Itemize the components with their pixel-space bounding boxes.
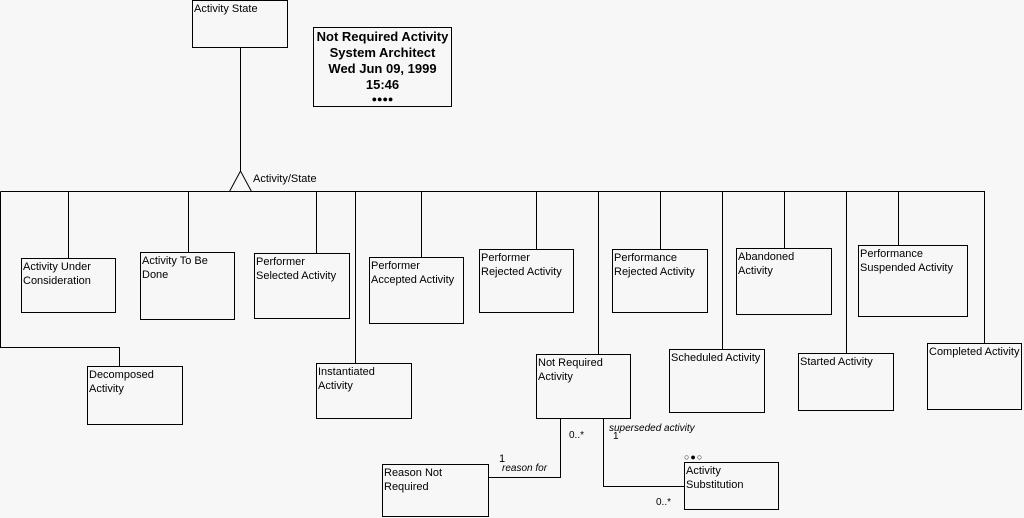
generalization-triangle xyxy=(228,169,253,192)
entity-completed-activity[interactable]: Completed Activity xyxy=(927,343,1022,410)
entity-instantiated-activity[interactable]: Instantiated Activity xyxy=(316,363,412,419)
association-reason-for xyxy=(488,418,561,478)
associative-entity-markers: ○●○ xyxy=(684,452,704,462)
entity-abandoned-activity[interactable]: Abandoned Activity xyxy=(736,248,832,315)
entity-performer-accepted-activity[interactable]: Performer Accepted Activity xyxy=(369,257,464,324)
multiplicity-superseded-one: 1 xyxy=(613,431,619,442)
title-date: Wed Jun 09, 1999 xyxy=(328,61,437,76)
line-to-decomposed xyxy=(0,191,120,366)
generalization-label: Activity/State xyxy=(253,173,317,185)
entity-activity-to-be-done[interactable]: Activity To Be Done xyxy=(140,252,235,320)
entity-reason-not-required[interactable]: Reason Not Required xyxy=(382,464,489,517)
title-time: 15:46 xyxy=(365,77,400,92)
entity-performance-rejected-activity[interactable]: Performance Rejected Activity xyxy=(612,249,708,313)
role-superseded-activity: superseded activity xyxy=(609,423,695,434)
role-reason-for: reason for xyxy=(502,463,548,474)
entity-not-required-activity[interactable]: Not Required Activity xyxy=(536,354,631,419)
multiplicity-reason-many: 0..* xyxy=(569,430,585,441)
entity-scheduled-activity[interactable]: Scheduled Activity xyxy=(669,349,765,413)
multiplicity-reason-one: 1 xyxy=(499,453,506,465)
multiplicity-superseded-many: 0..* xyxy=(656,497,672,508)
title-block: Not Required Activity System Architect W… xyxy=(313,27,452,107)
entity-decomposed-activity[interactable]: Decomposed Activity xyxy=(87,366,183,425)
entity-activity-substitution[interactable]: Activity Substitution xyxy=(684,462,779,510)
entity-performer-selected-activity[interactable]: Performer Selected Activity xyxy=(254,253,350,319)
title-dots: ●●●● xyxy=(371,94,394,104)
title-author: System Architect xyxy=(329,45,436,60)
entity-performance-suspended-activity[interactable]: Performance Suspended Activity xyxy=(858,245,968,317)
entity-activity-under-consideration[interactable]: Activity Under Consideration xyxy=(21,258,116,313)
title-name: Not Required Activity xyxy=(316,29,449,44)
entity-performer-rejected-activity[interactable]: Performer Rejected Activity xyxy=(479,249,574,313)
entity-started-activity[interactable]: Started Activity xyxy=(798,353,894,411)
entity-activity-state[interactable]: Activity State xyxy=(192,0,288,48)
association-superseded xyxy=(603,418,685,487)
